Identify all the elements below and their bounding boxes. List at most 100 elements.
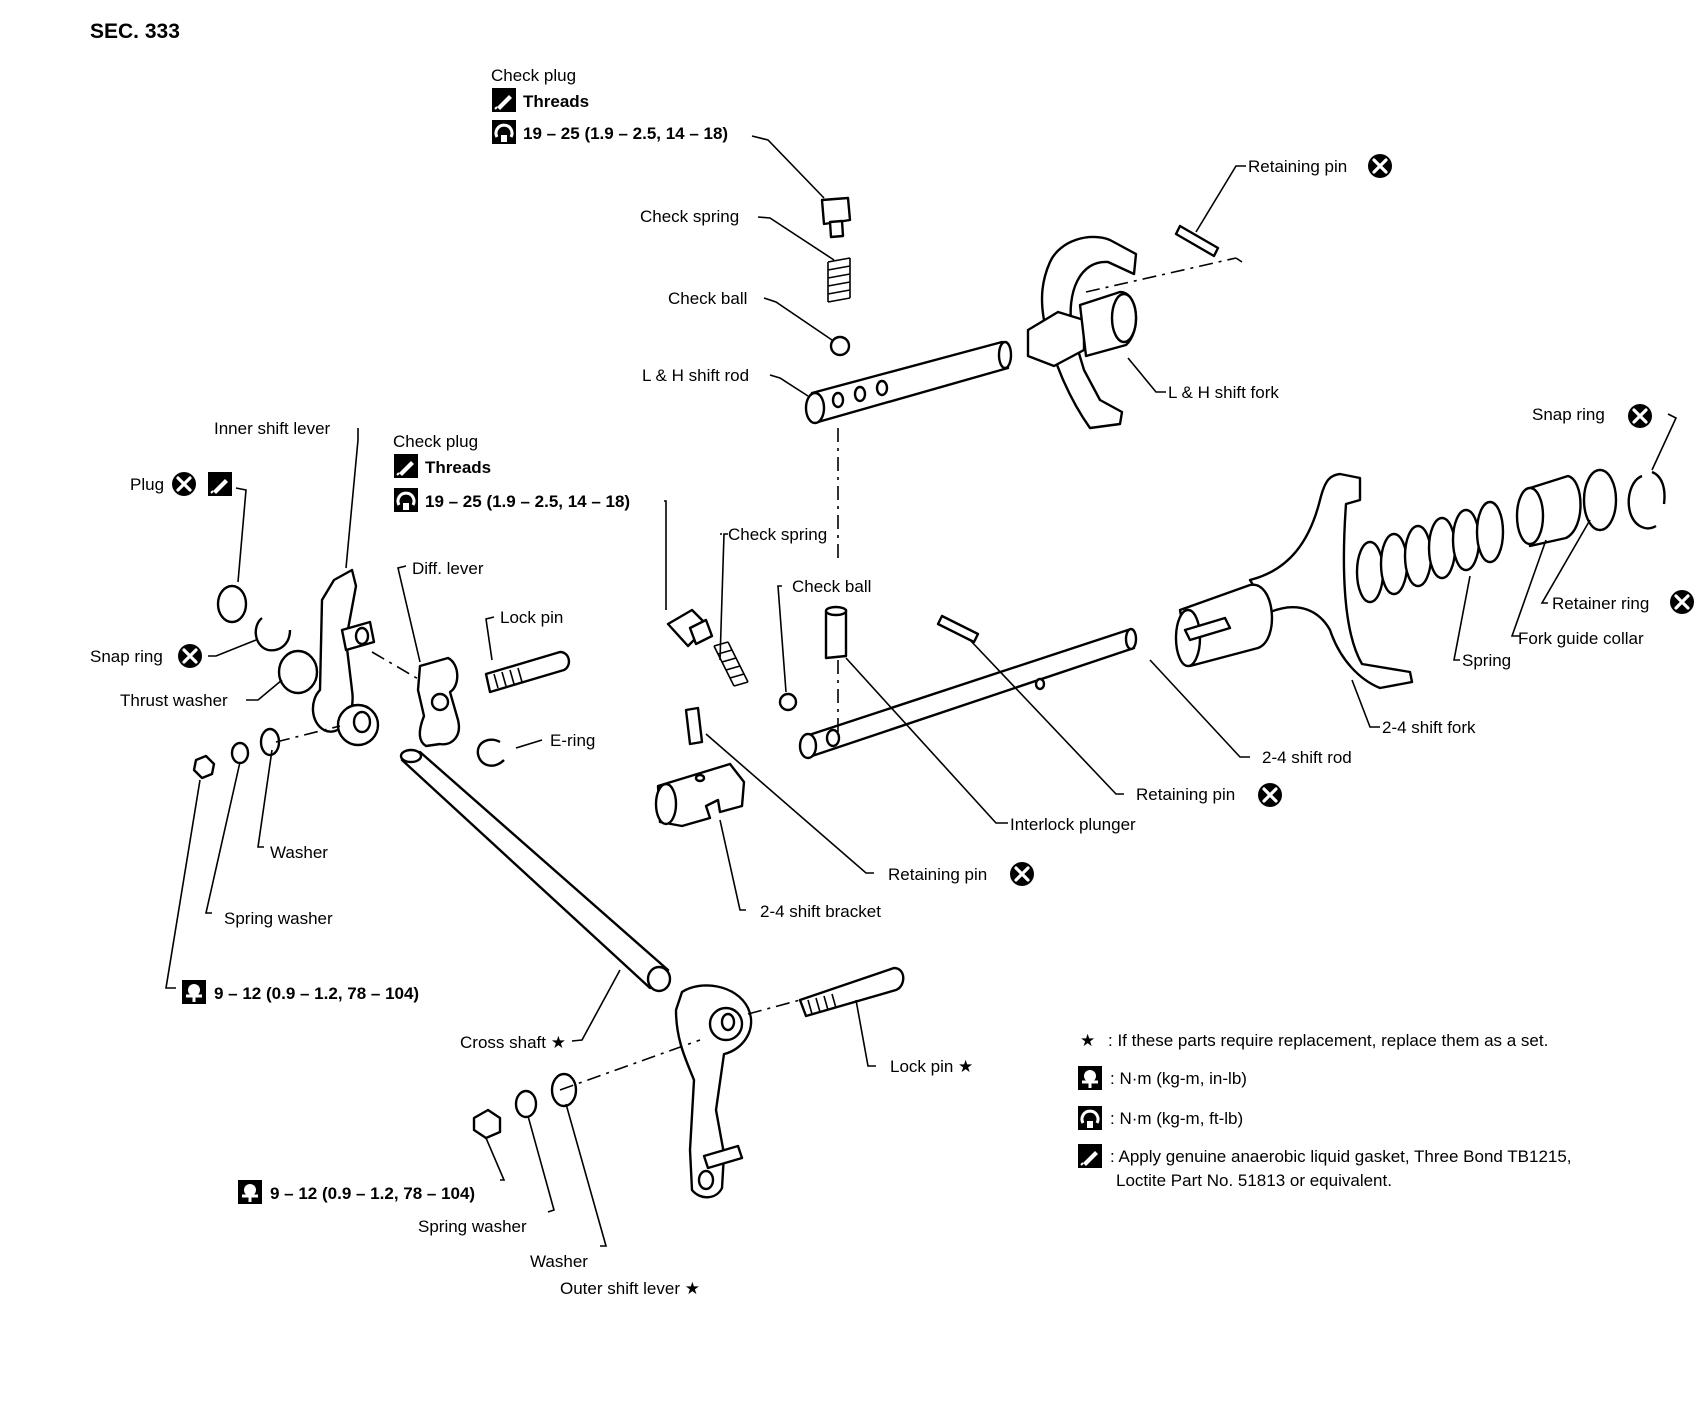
shift-fork-24-part [1174,472,1414,690]
axis-lh-fork [1085,257,1243,293]
label-plug: Plug [130,475,164,494]
label-check-plug-mid: Check plug [393,432,478,451]
label-torque-bottom: 9 – 12 (0.9 – 1.2, 78 – 104) [270,1184,475,1203]
torque-ft-lb-icon [490,118,518,146]
label-shift-fork-24: 2-4 shift fork [1382,718,1476,737]
lock-pin-bottom-part [798,966,905,1018]
liquid-gasket-icon [207,471,233,497]
axis-inner-lever [275,651,421,743]
label-check-spring-mid: Check spring [728,525,827,544]
spring-washer-bottom-part [514,1089,538,1119]
interlock-plunger-part [824,605,848,660]
label-fork-guide-collar: Fork guide collar [1518,629,1644,648]
axis-cross-shaft [559,999,801,1091]
label-check-ball-top: Check ball [668,289,747,308]
do-not-reuse-x-icon [1366,152,1394,180]
label-lock-pin-bottom: Lock pin ★ [890,1057,973,1076]
check-ball-top-part [829,335,851,357]
retaining-pin-mid-part [936,614,980,644]
check-spring-top-part [827,257,851,303]
leader-lines [165,135,1678,1247]
label-check-spring-top: Check spring [640,207,739,226]
legend-nm-inlb: : N·m (kg-m, in-lb) [1110,1069,1247,1088]
label-snap-ring-right: Snap ring [1532,405,1605,424]
retaining-pin-bracket-part [684,706,704,746]
nut-bottom-part [472,1108,502,1140]
snap-ring-left-part [254,617,292,652]
check-plug-mid-part [666,608,714,648]
label-interlock-plunger: Interlock plunger [1010,815,1136,834]
liquid-gasket-icon [491,87,517,113]
e-ring-part [476,738,505,767]
label-shift-rod-24: 2-4 shift rod [1262,748,1352,767]
check-spring-mid-part [713,641,749,687]
lh-shift-fork-part [1026,235,1138,430]
do-not-reuse-x-icon [1256,781,1284,809]
label-inner-shift-lever: Inner shift lever [214,419,331,438]
label-spring-washer-left: Spring washer [224,909,333,928]
torque-in-lb-icon [180,978,208,1006]
legend-star-symbol: ★ [1080,1031,1095,1050]
label-shift-bracket-24: 2-4 shift bracket [760,902,881,921]
label-check-plug-top: Check plug [491,66,576,85]
label-outer-shift-lever: Outer shift lever ★ [560,1279,700,1298]
torque-ft-lb-icon [1076,1104,1104,1132]
thrust-washer-part [277,649,319,695]
lock-pin-top-part [484,650,571,694]
legend: ★ : If these parts require replacement, … [1076,1031,1572,1190]
do-not-reuse-x-icon [170,470,198,498]
cross-shaft-part [399,748,672,993]
nut-left-part [192,754,216,780]
label-thrust-washer: Thrust washer [120,691,228,710]
legend-nm-ftlb: : N·m (kg-m, ft-lb) [1110,1109,1243,1128]
torque-in-lb-icon [236,1178,264,1206]
label-retaining-pin-bracket: Retaining pin [888,865,987,884]
section-title: SEC. 333 [90,20,180,43]
do-not-reuse-x-icon [1626,402,1654,430]
fork-guide-collar-part [1515,474,1582,548]
label-lh-shift-rod: L & H shift rod [642,366,749,385]
label-cross-shaft: Cross shaft ★ [460,1033,566,1052]
label-retainer-ring: Retainer ring [1552,594,1649,613]
lh-shift-rod-part [804,340,1013,425]
torque-in-lb-icon [1076,1064,1104,1092]
label-torque-left: 9 – 12 (0.9 – 1.2, 78 – 104) [214,984,419,1003]
retaining-pin-top-part [1174,224,1220,258]
label-washer-left: Washer [270,843,328,862]
label-snap-ring-left: Snap ring [90,647,163,666]
label-spring-washer-bottom: Spring washer [418,1217,527,1236]
torque-ft-lb-icon [392,486,420,514]
label-e-ring: E-ring [550,731,595,750]
check-plug-top-part [820,196,852,239]
do-not-reuse-x-icon [176,642,204,670]
diff-lever-part [416,656,461,748]
shift-bracket-24-part [654,762,746,828]
label-spring: Spring [1462,651,1511,670]
check-ball-mid-part [778,692,798,712]
plug-part [216,584,248,624]
spring-coil-part [1355,500,1505,604]
label-threads-top: Threads [523,92,589,111]
retainer-ring-part [1582,468,1618,532]
label-torque-mid: 19 – 25 (1.9 – 2.5, 14 – 18) [425,492,630,511]
label-torque-top: 19 – 25 (1.9 – 2.5, 14 – 18) [523,124,728,143]
label-diff-lever: Diff. lever [412,559,484,578]
label-check-ball-mid: Check ball [792,577,871,596]
snap-ring-right-part [1627,470,1666,530]
shift-rod-24-part [798,627,1138,760]
label-washer-bottom: Washer [530,1252,588,1271]
inner-shift-lever-part [311,568,380,747]
label-threads-mid: Threads [425,458,491,477]
liquid-gasket-icon [1077,1143,1103,1169]
label-lock-pin-top: Lock pin [500,608,563,627]
liquid-gasket-icon [393,453,419,479]
washer-bottom-part [550,1072,578,1108]
label-retaining-pin-top: Retaining pin [1248,157,1347,176]
legend-gasket-line2: Loctite Part No. 51813 or equivalent. [1116,1171,1392,1190]
legend-star-text: : If these parts require replacement, re… [1108,1031,1548,1050]
do-not-reuse-x-icon [1008,860,1036,888]
outer-shift-lever-part [674,984,753,1199]
label-retaining-pin-mid: Retaining pin [1136,785,1235,804]
do-not-reuse-x-icon [1668,588,1696,616]
